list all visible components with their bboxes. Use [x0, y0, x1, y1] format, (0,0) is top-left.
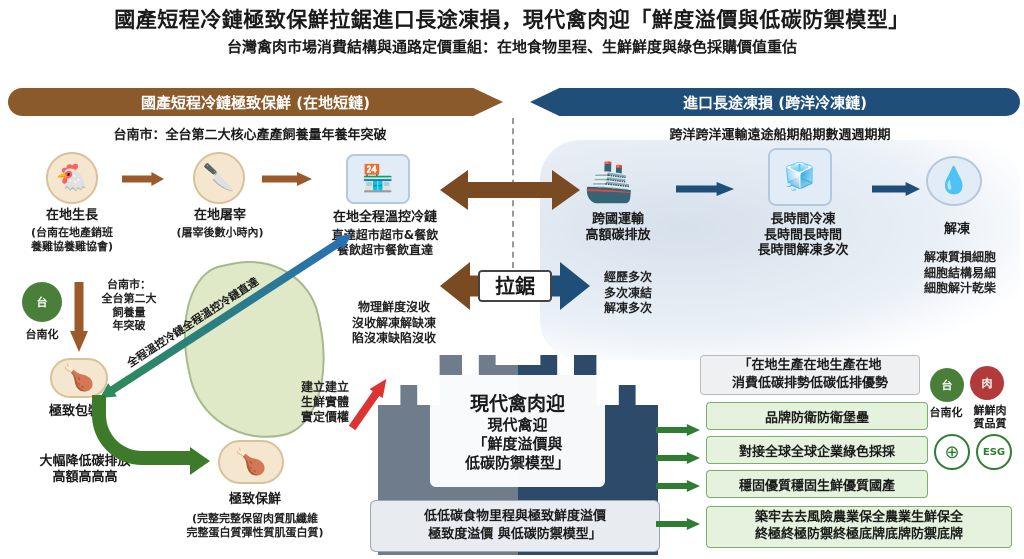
fresh-meat-badge-label: 鮮鮮肉 質品質 [973, 404, 1007, 431]
tainan-badge-label: 台南化 [929, 406, 963, 419]
curve-arrow-head [190, 447, 210, 475]
frozen-chicken-icon: 🧊 [768, 148, 832, 206]
benefit-item-3: 穩固優質穩固生鮮優質國產 [706, 470, 928, 498]
packaged-chicken-icon: 🍗 [50, 358, 108, 398]
step-slaughter-sub: (屠宰後數小時內) [176, 226, 264, 239]
right-step-thaw-label: 解凍 [943, 222, 970, 237]
arrow-slaughter-to-coldchain [262, 172, 312, 186]
castle-text-panel: 現代禽肉迎 現代禽迎 「鮮度溢價與 低碳防禦模型」 [430, 375, 605, 487]
benefit-item-4: 築牢去去風險農業保全農業生鮮保全 終極終極防禦終極底牌底牌防禦底牌 [706, 506, 1012, 548]
green-arrow-1 [656, 424, 700, 436]
right-step-ship-label: 跨國運輸 高額碳排放 [585, 212, 651, 243]
thaw-note: 經歷多次 多次凍結 解凍多次 [603, 270, 652, 316]
step-coldchain-sub: 直達超市超市&餐飲 餐飲超市餐飲直達 [331, 228, 439, 257]
tainan-logo-icon: 台 [22, 282, 62, 322]
cargo-ship-icon: 🚢 [584, 159, 634, 205]
benefit-item-1: 品牌防衛防衛堡壘 [706, 402, 928, 430]
left-banner: 國產短程冷鏈極致保鮮 (在地短鏈) [8, 88, 503, 116]
emission-note: 大幅降低碳排放 高額高高高 [39, 454, 131, 485]
step-local-growth-label: 在地生長 [45, 208, 98, 223]
benefit-item-2: 對接全球全球企業綠色採採 [706, 436, 928, 464]
right-banner: 進口長途凍損 (跨洋冷凍鏈) [530, 88, 1020, 116]
side-note: 台南市： 全台第二大 飼養量 年突破 [101, 278, 157, 333]
right-heading: 跨洋跨洋運輸遠途船期船期數週週期期 [669, 128, 891, 143]
fresh-meat-badge-icon: 肉 [970, 366, 1004, 400]
page-title: 國產短程冷鏈極致保鮮拉鋸進口長途凍損，現代禽肉迎「鮮度溢價與低碳防禦模型」 [114, 8, 910, 32]
step-freshness-label: 極致保鮮 [228, 492, 281, 507]
tug-of-war-label: 拉鋸 [478, 270, 552, 302]
tainan-badge-icon: 台 [930, 368, 964, 402]
step-slaughter-label: 在地屠宰 [193, 208, 246, 223]
castle-title: 現代禽肉迎 [469, 393, 565, 416]
chicken-icon: 🐔 [46, 152, 98, 204]
butcher-icon: 🔪 [193, 152, 245, 204]
arrow-growth-to-slaughter [122, 172, 164, 186]
step-local-growth-sub: (台南在地產銷班 養雞協養雞協會) [30, 226, 114, 253]
green-arrow-4 [656, 518, 700, 530]
benefits-quote: 「在地生產在地生產在地 消費低碳排勢低碳低排優勢 [700, 355, 920, 395]
globe-icon: ⊕ [934, 434, 970, 470]
right-step-thaw-sub: 解凍質損細胞 細胞結構易細 細胞解汁乾柴 [923, 250, 996, 296]
castle-subtitle: 現代禽迎 「鮮度溢價與 低碳防禦模型」 [464, 416, 570, 472]
arrow-ship-to-frozen [676, 182, 734, 196]
arrow-frozen-to-thaw [872, 182, 920, 196]
right-step-frozen-label: 長時間冷凍 長時間長時間 長時間解凍多次 [757, 212, 849, 259]
roast-chicken-icon: 🍗 [218, 440, 284, 484]
freshness-note: 物理鮮度沒收 沒收解凍解缺凍 陷沒凍缺陷沒收 [351, 300, 436, 346]
price-note: 建立建立 生鮮實體 實定價權 [300, 380, 349, 424]
left-heading: 台南市：全台第二大核心產產飼養量年養年突破 [113, 128, 387, 143]
green-arrow-2 [656, 452, 700, 464]
green-arrow-3 [656, 480, 700, 492]
step-freshness-sub: (完整完整保留肉質肌纖維 完整蛋白質彈性質肌蛋白質) [186, 512, 324, 539]
page-subtitle: 台灣禽肉市場消費結構與通路定價重組：在地食物里程、生鮮鮮度與綠色採購價值重估 [226, 38, 797, 56]
esg-icon: ESG [976, 434, 1012, 470]
thawed-chicken-icon: 💧 [926, 156, 982, 206]
top-double-arrow [440, 170, 580, 210]
tainan-logo-label: 台南化 [25, 328, 59, 341]
arrow-down-to-packaging [70, 282, 88, 352]
step-packaging-label: 極致包裝 [48, 404, 101, 419]
step-coldchain-label: 在地全程溫控冷鏈 [332, 210, 437, 225]
bottom-summary-box: 低低碳食物里程與極致鮮度溢價 極致度溢價 與低碳防禦模型」 [370, 500, 660, 552]
store-truck-icon: 🏪 [346, 154, 410, 204]
